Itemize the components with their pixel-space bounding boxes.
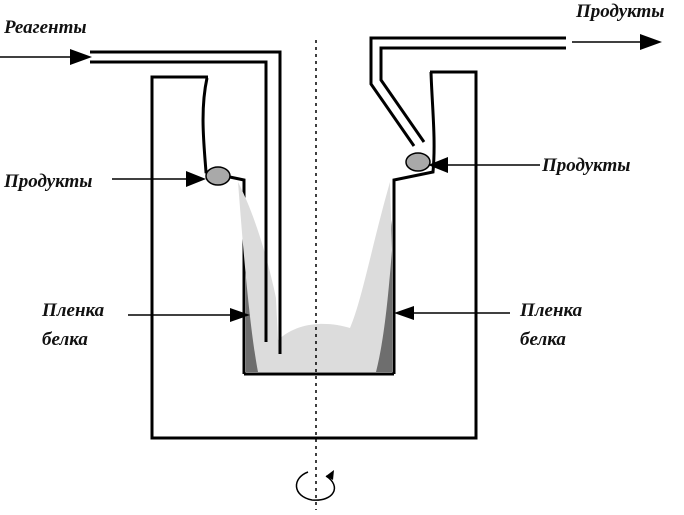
label-film-left-2: белка <box>42 329 88 350</box>
product-drop-left <box>205 166 231 186</box>
label-film-left-1: Пленка <box>41 300 105 321</box>
products-left-arrow-icon <box>112 171 206 187</box>
reagents-arrow-icon <box>0 49 92 65</box>
reagents-inlet-tube <box>90 50 282 354</box>
label-products-top: Продукты <box>575 1 664 22</box>
liquid-film <box>238 182 392 372</box>
products-out-arrow-icon <box>572 34 662 50</box>
label-film-right-1: Пленка <box>519 300 583 321</box>
products-outlet-tube <box>369 36 566 147</box>
label-products-right: Продукты <box>541 155 630 176</box>
inner-cup <box>201 71 436 376</box>
arrows <box>0 34 662 322</box>
outer-vessel <box>150 70 478 440</box>
products-right-arrow-icon <box>428 157 540 173</box>
product-droplets <box>205 152 431 186</box>
label-film-right-2: белка <box>520 329 566 350</box>
film-left-arrow-icon <box>128 308 250 322</box>
product-drop-right <box>405 152 431 172</box>
rotation-arrow-icon <box>295 470 336 501</box>
label-reagents: Реагенты <box>3 17 87 38</box>
label-products-left: Продукты <box>3 171 92 192</box>
film-right-arrow-icon <box>394 306 510 320</box>
